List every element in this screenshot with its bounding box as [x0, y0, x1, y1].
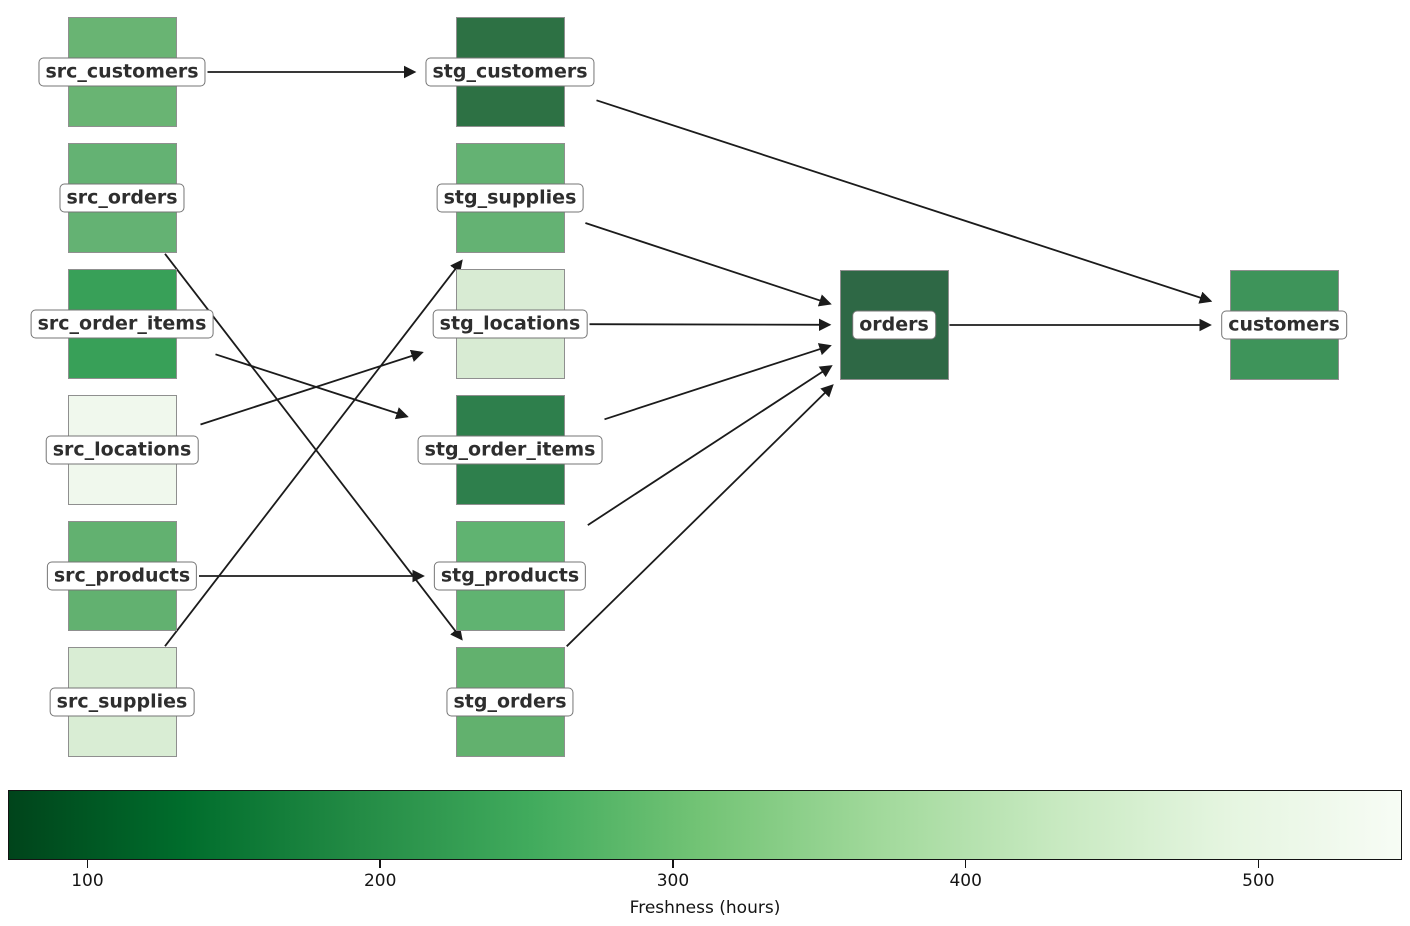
node-label-stg_orders: stg_orders	[446, 687, 574, 717]
colorbar-tick-400	[964, 860, 967, 868]
node-label-src_order_items: src_order_items	[30, 309, 214, 339]
node-label-src_customers: src_customers	[38, 57, 206, 87]
node-label-src_supplies: src_supplies	[49, 687, 195, 717]
colorbar-tick-300	[672, 860, 674, 868]
edge-stg_products-orders	[587, 365, 833, 526]
edge-stg_customers-customers	[596, 99, 1213, 304]
edge-src_locations-stg_locations	[200, 349, 424, 426]
colorbar-tick-label-200: 200	[363, 871, 397, 891]
colorbar-axis-label: Freshness (hours)	[629, 898, 781, 918]
node-label-customers: customers	[1221, 310, 1347, 340]
edge-src_supplies-stg_supplies	[164, 259, 463, 647]
colorbar-tick-label-100: 100	[71, 871, 104, 891]
colorbar-tick-500	[1257, 860, 1260, 868]
node-label-stg_customers: stg_customers	[425, 57, 595, 87]
node-label-stg_locations: stg_locations	[432, 309, 588, 339]
node-label-src_products: src_products	[46, 561, 198, 591]
node-label-src_orders: src_orders	[59, 183, 185, 213]
colorbar-gradient	[8, 790, 1402, 860]
colorbar-tick-label-300: 300	[656, 871, 690, 891]
colorbar-tick-label-400: 400	[949, 871, 982, 891]
colorbar-tick-100	[86, 860, 89, 868]
edge-stg_order_items-orders	[604, 343, 832, 421]
edge-stg_orders-orders	[566, 384, 834, 647]
edge-src_orders-stg_orders	[164, 253, 463, 641]
colorbar-tick-200	[379, 860, 381, 868]
edge-stg_supplies-orders	[585, 222, 832, 307]
node-label-stg_supplies: stg_supplies	[436, 183, 584, 213]
node-label-stg_order_items: stg_order_items	[417, 435, 603, 465]
colorbar-tick-label-500: 500	[1242, 871, 1275, 891]
edge-stg_locations-orders	[589, 318, 832, 332]
node-label-orders: orders	[852, 310, 936, 340]
node-label-src_locations: src_locations	[45, 435, 199, 465]
node-label-stg_products: stg_products	[433, 561, 587, 591]
edge-src_order_items-stg_order_items	[215, 353, 409, 420]
